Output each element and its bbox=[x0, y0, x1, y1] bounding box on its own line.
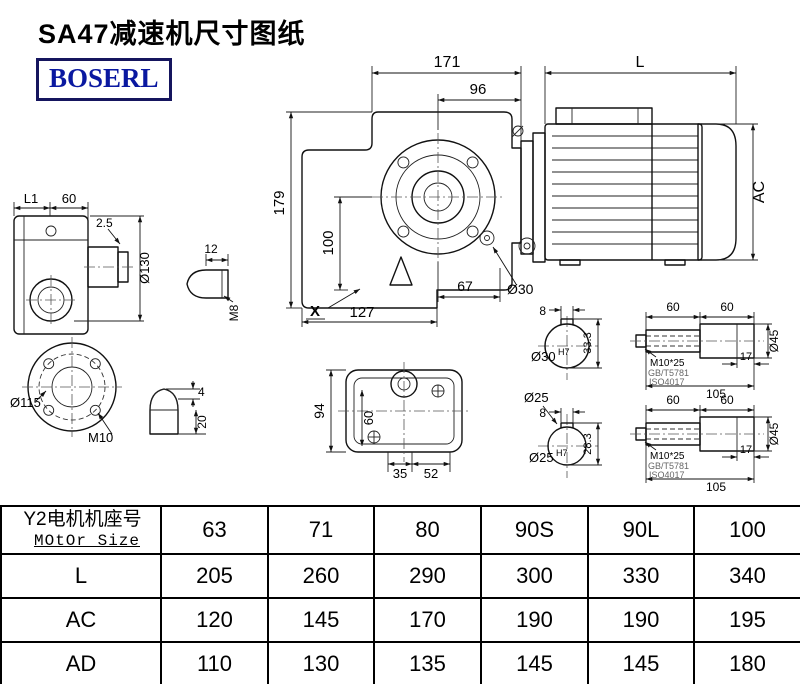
motor-dimension-table: Y2电机机座号 MOtOr Size 63 71 80 90S 90L 100 … bbox=[0, 505, 800, 684]
label-screw-1: M10*25 bbox=[650, 358, 685, 369]
label-d25-tol: H7 bbox=[556, 448, 568, 458]
dim-60b-2: 60 bbox=[720, 393, 734, 407]
dim-12: 12 bbox=[204, 242, 218, 256]
plug-m10-detail: 4 20 bbox=[149, 381, 209, 435]
table-row-L: L 205 260 290 300 330 340 bbox=[0, 553, 800, 599]
dim-L: L bbox=[636, 54, 645, 71]
gearbox-bottom-view: 94 60 35 52 bbox=[311, 362, 470, 481]
cell: 110 bbox=[160, 641, 269, 684]
bore-section-25: Ø25 8 28.3 Ø25 H7 bbox=[524, 390, 602, 478]
label-m10: M10 bbox=[88, 430, 113, 445]
dim-d45-2: Ø45 bbox=[767, 422, 781, 445]
dim-17-2: 17 bbox=[740, 444, 752, 456]
plug-m8-detail: 12 M8 bbox=[186, 242, 241, 321]
dim-35: 35 bbox=[393, 466, 407, 481]
motor-size-80: 80 bbox=[373, 505, 482, 555]
flange-face-view: Ø115 M10 bbox=[10, 337, 122, 445]
cell: 300 bbox=[480, 553, 589, 599]
motor-size-63: 63 bbox=[160, 505, 269, 555]
label-std1-2: GB/T5781 bbox=[648, 461, 689, 471]
cell: 145 bbox=[267, 597, 375, 643]
cell: 330 bbox=[587, 553, 695, 599]
dim-d45-1: Ø45 bbox=[767, 329, 781, 352]
label-std2-1: ISO4017 bbox=[649, 377, 685, 387]
label-d30: Ø30 bbox=[507, 281, 534, 297]
label-d25: Ø25 bbox=[524, 390, 549, 405]
cell: 135 bbox=[373, 641, 482, 684]
gearbox-front-view: 171 96 179 100 67 Ø30 X bbox=[271, 54, 534, 327]
label-d30-tol: H7 bbox=[558, 347, 570, 357]
table-header-cell: Y2电机机座号 MOtOr Size bbox=[0, 505, 162, 555]
label-d30h7: Ø30 bbox=[531, 349, 556, 364]
table-header-cn: Y2电机机座号 bbox=[23, 509, 142, 530]
motor-view: L AC bbox=[511, 54, 768, 266]
dim-28-3: 28.3 bbox=[582, 433, 594, 454]
label-std2-2: ISO4017 bbox=[649, 470, 685, 480]
label-screw-2: M10*25 bbox=[650, 451, 685, 462]
dim-60b-1: 60 bbox=[720, 300, 734, 314]
table-header-row: Y2电机机座号 MOtOr Size 63 71 80 90S 90L 100 bbox=[0, 505, 800, 555]
cell: 170 bbox=[373, 597, 482, 643]
dim-60a-1: 60 bbox=[666, 300, 680, 314]
cell: 120 bbox=[160, 597, 269, 643]
bore-section-30: 8 33.3 Ø30 H7 bbox=[531, 304, 602, 380]
label-d25h7: Ø25 bbox=[529, 450, 554, 465]
dim-105-1: 105 bbox=[706, 387, 726, 401]
gearbox-side-view: L1 60 2.5 Ø130 bbox=[13, 191, 152, 335]
dim-179: 179 bbox=[271, 190, 288, 215]
dim-67: 67 bbox=[457, 278, 473, 294]
row-label: L bbox=[0, 553, 162, 599]
motor-size-90s: 90S bbox=[480, 505, 589, 555]
cell: 180 bbox=[693, 641, 800, 684]
dim-20: 20 bbox=[195, 415, 209, 429]
view-label-x: X bbox=[310, 303, 320, 320]
dim-60a-2: 60 bbox=[666, 393, 680, 407]
cell: 190 bbox=[587, 597, 695, 643]
technical-drawing: L1 60 2.5 Ø130 Ø115 M10 bbox=[10, 54, 781, 494]
dim-94: 94 bbox=[311, 403, 327, 419]
cell: 290 bbox=[373, 553, 482, 599]
brand-logo: BOSERL bbox=[36, 58, 172, 101]
dim-17-1: 17 bbox=[740, 351, 752, 363]
motor-size-90l: 90L bbox=[587, 505, 695, 555]
dim-key8-25: 8 bbox=[539, 406, 546, 420]
dim-l1: L1 bbox=[24, 191, 38, 206]
label-std1-1: GB/T5781 bbox=[648, 368, 689, 378]
dim-96: 96 bbox=[470, 81, 487, 98]
cell: 145 bbox=[587, 641, 695, 684]
cell: 190 bbox=[480, 597, 589, 643]
dim-60-bottom: 60 bbox=[361, 411, 376, 425]
dim-2-5: 2.5 bbox=[96, 216, 113, 230]
dim-52: 52 bbox=[424, 466, 438, 481]
dim-key8-30: 8 bbox=[539, 304, 546, 318]
dim-d130: Ø130 bbox=[137, 252, 152, 284]
motor-size-71: 71 bbox=[267, 505, 375, 555]
cell: 205 bbox=[160, 553, 269, 599]
table-row-AC: AC 120 145 170 190 190 195 bbox=[0, 597, 800, 643]
shaft-kit-view-2: 60 60 Ø45 17 105 M10*25 GB/T5781 ISO4017 bbox=[630, 393, 781, 494]
cell: 145 bbox=[480, 641, 589, 684]
cell: 340 bbox=[693, 553, 800, 599]
dim-127: 127 bbox=[349, 304, 374, 321]
row-label: AD bbox=[0, 641, 162, 684]
table-row-AD: AD 110 130 135 145 145 180 bbox=[0, 641, 800, 684]
dim-AC: AC bbox=[751, 181, 768, 203]
dim-100: 100 bbox=[320, 230, 337, 255]
label-m8: M8 bbox=[227, 304, 241, 321]
page-title: SA47减速机尺寸图纸 bbox=[38, 19, 306, 49]
dim-105-2: 105 bbox=[706, 480, 726, 494]
cell: 130 bbox=[267, 641, 375, 684]
dim-171: 171 bbox=[434, 54, 461, 71]
dim-33-3: 33.3 bbox=[582, 332, 594, 353]
dim-d115: Ø115 bbox=[10, 395, 41, 410]
cell: 260 bbox=[267, 553, 375, 599]
dim-60-side: 60 bbox=[62, 191, 76, 206]
row-label: AC bbox=[0, 597, 162, 643]
motor-size-100: 100 bbox=[693, 505, 800, 555]
shaft-kit-view-1: 60 60 Ø45 17 105 M10*25 GB/T5781 ISO4017 bbox=[630, 300, 781, 401]
dim-4: 4 bbox=[198, 385, 205, 399]
cell: 195 bbox=[693, 597, 800, 643]
table-header-en: MOtOr Size bbox=[33, 532, 140, 550]
